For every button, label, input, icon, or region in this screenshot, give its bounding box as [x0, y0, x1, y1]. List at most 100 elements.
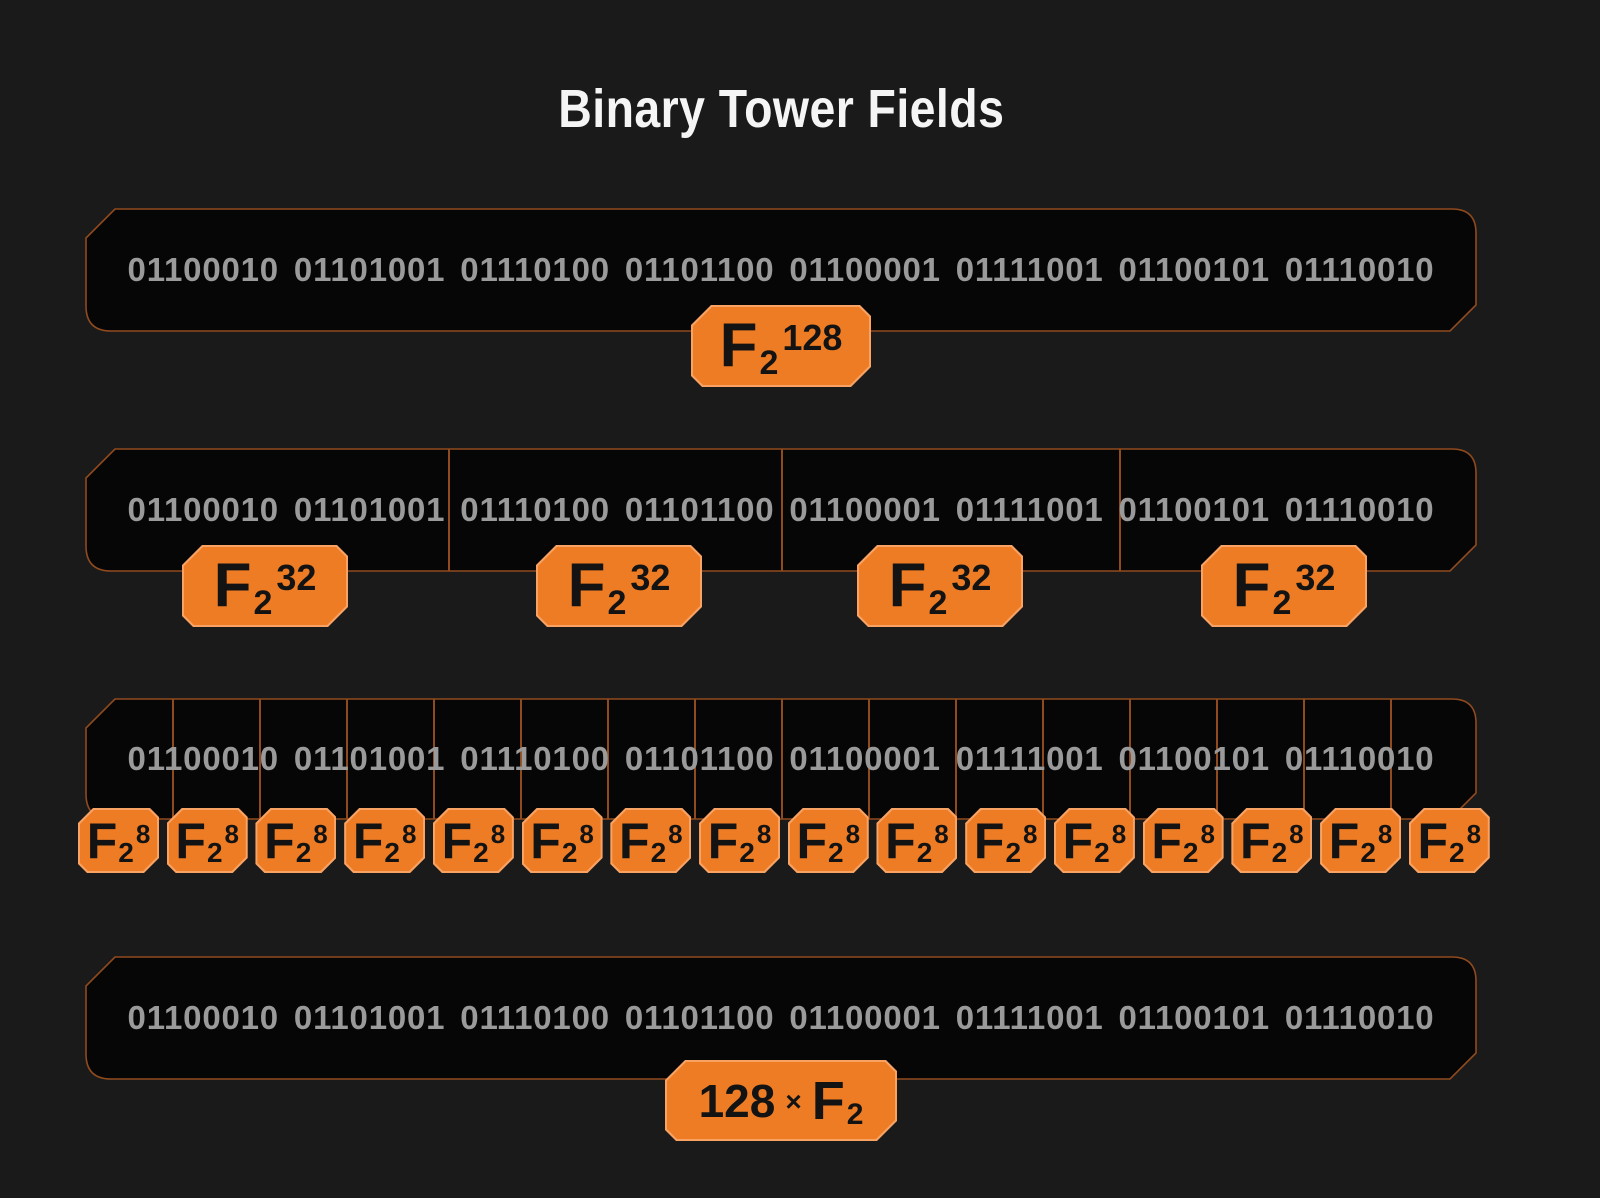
- field-letter: F: [352, 812, 384, 869]
- field-exponent: 128: [782, 317, 843, 358]
- binary-string: 01100010 01101001 01110100 01101100 0110…: [127, 491, 1435, 528]
- field-letter: F: [1062, 812, 1094, 869]
- section-divider: [520, 699, 522, 819]
- field-subscript: 2: [607, 584, 627, 622]
- field-letter: F: [707, 812, 739, 869]
- field-tag-f2-32: F 2 32: [1201, 545, 1367, 627]
- section-divider: [781, 699, 783, 819]
- level-row-f2-128: 01100010 01101001 01110100 01101100 0110…: [85, 208, 1477, 332]
- field-subscript: 2: [1094, 836, 1110, 868]
- field-exponent: 8: [1466, 818, 1482, 849]
- section-divider: [781, 449, 783, 571]
- section-divider: [1390, 699, 1392, 819]
- field-exponent: 8: [668, 818, 683, 849]
- field-subscript: 2: [739, 836, 755, 868]
- section-divider: [448, 449, 450, 571]
- count-label: 128: [698, 1074, 776, 1127]
- field-exponent: 8: [224, 818, 240, 849]
- field-exponent: 8: [845, 818, 861, 849]
- field-letter: F: [885, 812, 916, 869]
- field-exponent: 8: [1377, 818, 1393, 849]
- bit-box-outline: [85, 208, 1477, 332]
- section-divider: [172, 699, 174, 819]
- field-exponent: 8: [579, 818, 594, 849]
- level-row-f2: 01100010 01101001 01110100 01101100 0110…: [85, 956, 1477, 1080]
- field-letter: F: [213, 551, 252, 620]
- field-tag-f2-32: F 2 32: [536, 545, 702, 627]
- section-divider: [955, 699, 957, 819]
- field-subscript: 2: [928, 584, 948, 622]
- field-exponent: 8: [1023, 818, 1038, 849]
- field-letter: F: [796, 812, 827, 869]
- binary-string: 01100010 01101001 01110100 01101100 0110…: [127, 740, 1435, 777]
- binary-string: 01100010 01101001 01110100 01101100 0110…: [127, 251, 1435, 288]
- field-tag-f2-32: F 2 32: [182, 545, 348, 627]
- field-subscript: 2: [828, 836, 844, 868]
- field-subscript: 2: [846, 1097, 864, 1131]
- field-subscript: 2: [206, 836, 223, 868]
- bit-box-outline: [85, 956, 1477, 1080]
- section-divider: [1119, 449, 1121, 571]
- field-letter: F: [530, 812, 561, 869]
- field-letter: F: [1232, 551, 1271, 620]
- field-exponent: 32: [1295, 557, 1336, 598]
- field-exponent: 8: [934, 818, 949, 849]
- field-subscript: 2: [1005, 836, 1022, 868]
- field-exponent: 32: [951, 557, 992, 598]
- multiply-icon: ×: [785, 1085, 802, 1117]
- section-divider: [346, 699, 348, 819]
- field-subscript: 2: [1272, 584, 1292, 622]
- section-divider: [433, 699, 435, 819]
- field-subscript: 2: [561, 836, 578, 868]
- field-letter: F: [264, 812, 295, 869]
- field-subscript: 2: [1360, 836, 1376, 868]
- binary-string: 01100010 01101001 01110100 01101100 0110…: [127, 999, 1435, 1036]
- page-title: Binary Tower Fields: [85, 78, 1477, 140]
- field-subscript: 2: [118, 836, 134, 868]
- field-letter: F: [973, 812, 1005, 869]
- field-letter: F: [1240, 812, 1271, 869]
- field-letter: F: [619, 812, 650, 869]
- field-letter: F: [888, 551, 927, 620]
- field-subscript: 2: [650, 836, 667, 868]
- bit-box-f2-8: 01100010 01101001 01110100 01101100 0110…: [85, 698, 1477, 820]
- bit-box-f2-128: 01100010 01101001 01110100 01101100 0110…: [85, 208, 1477, 332]
- field-exponent: 8: [135, 818, 151, 849]
- level-row-f2-8: 01100010 01101001 01110100 01101100 0110…: [85, 698, 1477, 820]
- field-exponent: 8: [756, 818, 772, 849]
- section-divider: [1216, 699, 1218, 819]
- field-exponent: 32: [630, 557, 671, 598]
- field-exponent: 8: [490, 818, 506, 849]
- field-exponent: 32: [276, 557, 317, 598]
- field-tag-f2-128: F 2 128: [691, 305, 871, 387]
- field-subscript: 2: [253, 584, 273, 622]
- field-letter: F: [175, 812, 206, 869]
- field-subscript: 2: [384, 836, 400, 868]
- field-letter: F: [811, 1070, 845, 1131]
- field-letter: F: [1328, 812, 1360, 869]
- field-subscript: 2: [295, 836, 312, 868]
- section-divider: [1042, 699, 1044, 819]
- section-divider: [1303, 699, 1305, 819]
- field-letter: F: [719, 311, 758, 380]
- field-letter: F: [1417, 812, 1449, 869]
- field-exponent: 8: [1111, 818, 1127, 849]
- field-letter: F: [86, 812, 118, 869]
- field-subscript: 2: [1449, 836, 1465, 868]
- section-divider: [1129, 699, 1131, 819]
- field-tag-128xf2: 128 × F 2: [665, 1060, 897, 1141]
- bit-box-f2-32: 01100010 01101001 01110100 01101100 0110…: [85, 448, 1477, 572]
